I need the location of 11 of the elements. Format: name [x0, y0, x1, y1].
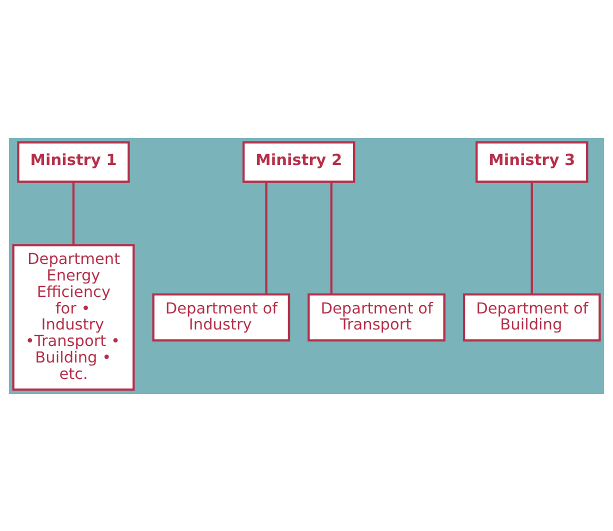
node-box: Ministry 1 [17, 140, 130, 182]
node-box: Department Energy Efficiency for • Industry •Transport • Building • etc. [12, 244, 135, 390]
node-box: Department of Industry [152, 292, 290, 341]
connector [330, 182, 332, 294]
connector [265, 182, 268, 294]
node-box: Ministry 3 [476, 140, 588, 182]
node-box: Department of Building [462, 292, 601, 341]
node-box: Department of Transport [308, 292, 446, 341]
connector [530, 182, 533, 294]
connector [72, 182, 75, 245]
node-box: Ministry 2 [242, 140, 356, 182]
